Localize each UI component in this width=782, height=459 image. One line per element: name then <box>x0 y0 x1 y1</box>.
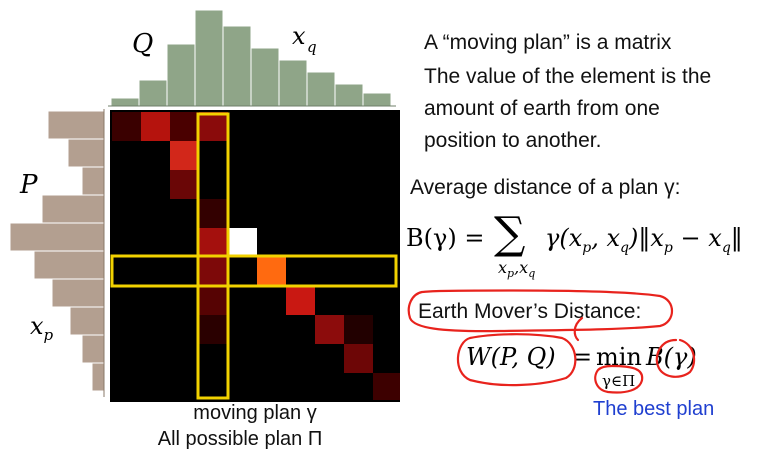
p-label: P <box>20 170 38 200</box>
summation-subscript: xp,xq <box>498 258 536 281</box>
moving-plan-matrix <box>110 110 400 402</box>
p-bar <box>69 306 105 336</box>
q-label: Q <box>132 29 153 59</box>
formula-b-body: γ(xp, xq)‖xp − xq‖ <box>545 224 743 256</box>
q-bar <box>166 43 196 107</box>
q-bar <box>306 71 336 107</box>
p-bar <box>33 250 105 280</box>
matrix-cells <box>112 112 400 400</box>
matrix-cell <box>199 315 228 344</box>
xp-label: xp <box>30 312 54 344</box>
p-bar <box>51 278 105 308</box>
matrix-cell <box>170 112 199 141</box>
q-bar <box>110 97 140 107</box>
matrix-cell <box>199 199 228 228</box>
emd-heading: Earth Mover’s Distance: <box>418 300 642 323</box>
matrix-cell <box>199 257 228 286</box>
formula-w-min: min <box>596 343 642 371</box>
formula-w-lhs: W(P, Q) <box>466 343 556 371</box>
q-bar <box>278 59 308 107</box>
matrix-cell <box>315 315 344 344</box>
p-bar <box>81 334 105 364</box>
matrix-cell <box>199 286 228 315</box>
q-bar <box>138 79 168 107</box>
highlight-row <box>110 254 398 288</box>
q-bar <box>222 25 252 107</box>
text-line-1: A “moving plan” is a matrix <box>424 31 672 54</box>
matrix-cell <box>170 170 199 199</box>
p-bar <box>91 362 105 392</box>
q-histogram: Q x q <box>108 9 396 107</box>
matrix-cell <box>257 257 286 286</box>
matrix-cell <box>170 141 199 170</box>
matrix-cell <box>199 112 228 141</box>
matrix-cell <box>286 286 315 315</box>
matrix-cell <box>228 228 257 257</box>
matrix-cell <box>344 315 373 344</box>
xq-label: x <box>292 22 306 50</box>
q-bar <box>362 92 392 107</box>
q-bar <box>250 47 280 107</box>
caption-moving-plan: moving plan γ <box>193 402 317 424</box>
caption-all-plans: All possible plan Π <box>157 428 323 450</box>
matrix-cell <box>112 112 141 141</box>
best-plan-note: The best plan <box>593 398 715 420</box>
p-bar <box>47 110 105 140</box>
formula-w-min-subscript: γ∈Π <box>602 372 636 390</box>
formula-w-equals: = <box>572 343 593 371</box>
p-histogram <box>9 109 105 397</box>
xq-label-sub: q <box>307 38 317 56</box>
text-line-2: The value of the element is the <box>424 65 712 88</box>
summation-symbol: ∑ <box>494 208 526 259</box>
text-line-3: amount of earth from one <box>424 97 660 120</box>
formula-b-lhs: B(γ) = <box>406 224 485 252</box>
q-bar <box>194 9 224 107</box>
matrix-cell <box>373 373 400 400</box>
p-bar <box>41 194 105 224</box>
q-bar <box>334 83 364 107</box>
matrix-cell <box>141 112 170 141</box>
matrix-cell <box>344 344 373 373</box>
text-line-4: position to another. <box>424 129 602 152</box>
p-bar <box>9 222 105 252</box>
p-bar <box>67 138 105 168</box>
p-bar <box>81 166 105 196</box>
average-distance-heading: Average distance of a plan γ: <box>410 176 681 199</box>
formula-w-rhs: B(γ) <box>646 343 697 371</box>
matrix-cell <box>199 228 228 257</box>
